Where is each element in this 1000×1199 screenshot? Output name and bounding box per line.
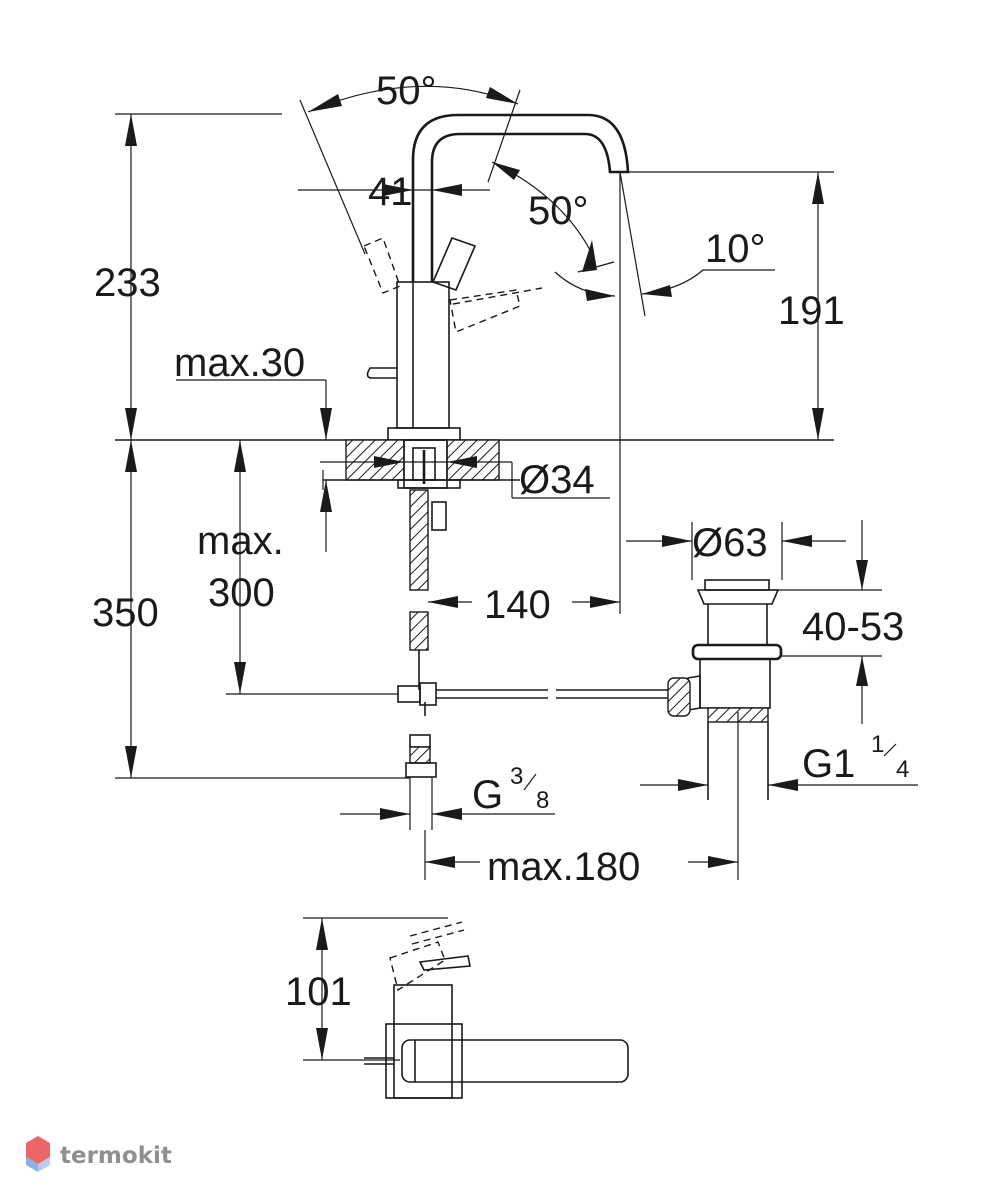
label-angle-top: 50°: [376, 69, 437, 113]
label-spout-height: 191: [778, 289, 845, 333]
watermark-text: termokit: [60, 1143, 172, 1169]
supply-hose-upper: [409, 489, 429, 591]
watermark: termokit: [26, 1136, 172, 1172]
faucet-top-view: [303, 917, 629, 1099]
supply-hose-lower: [409, 611, 429, 651]
label-drain-diameter: Ø63: [692, 521, 768, 565]
drain-assembly: [436, 579, 783, 880]
label-drain-thread-num: 1: [871, 731, 884, 758]
label-angle-right: 50°: [528, 189, 589, 233]
label-hose-max-2: 300: [208, 571, 275, 615]
label-hole-diameter: Ø34: [519, 458, 595, 502]
termokit-logo-icon: [26, 1136, 50, 1172]
label-drain-distance: max.180: [487, 845, 640, 889]
label-supply-thread-den: 8: [536, 787, 549, 814]
label-deck-max: max.30: [174, 341, 305, 385]
faucet-body: [396, 281, 450, 429]
label-drain-thread-den: 4: [896, 756, 909, 783]
spout: [411, 113, 630, 174]
label-spout-reach: 140: [484, 583, 551, 627]
handle-dashed-right: [449, 289, 521, 333]
label-hose-max-1: max.: [197, 519, 284, 563]
label-height-total: 233: [94, 261, 161, 305]
base-flange: [387, 427, 461, 441]
dimension-lines: [115, 85, 918, 880]
label-drain-thread: G1: [802, 742, 855, 786]
label-drain-range: 40-53: [802, 605, 904, 649]
popup-rod: [366, 367, 397, 379]
label-handle-width: 41: [368, 170, 413, 214]
handle-dashed-left: [363, 237, 401, 294]
label-top-view-depth: 101: [285, 970, 352, 1014]
label-tilt: 10°: [705, 227, 766, 271]
deck-section: [115, 439, 834, 778]
label-supply-thread-num: 3: [510, 763, 523, 790]
dimension-labels: 50° 50° 10° 41 233 191 max.30 Ø34 350 ma…: [92, 69, 909, 1014]
label-supply-thread: G: [472, 773, 503, 817]
label-below-deck: 350: [92, 591, 159, 635]
